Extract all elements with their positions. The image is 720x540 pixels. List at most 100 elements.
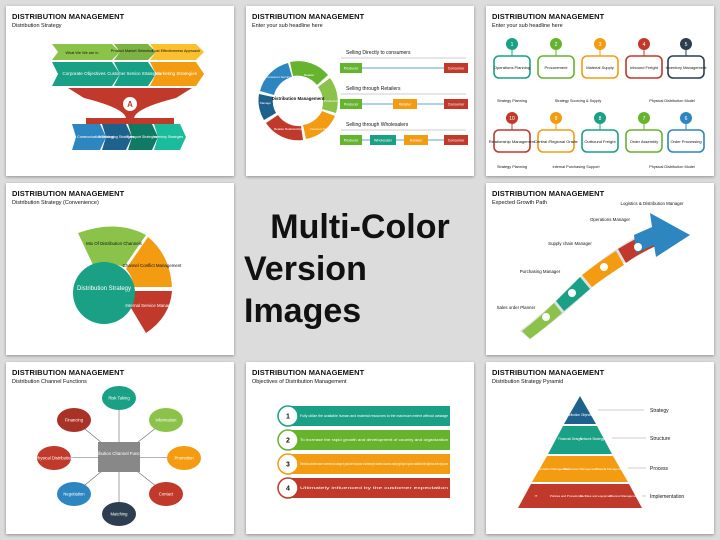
node-consumer-3: Consumer	[448, 139, 465, 143]
side-label-structure: Structure	[650, 436, 671, 442]
objective-bar-3	[284, 454, 450, 474]
number-badge-2-5	[680, 112, 692, 124]
function-label-7: Physical Distribution	[35, 456, 73, 461]
mid-label-2: Strategy Sourcing & Supply	[555, 99, 602, 103]
grid-box-2-5	[667, 129, 705, 153]
slide-subtitle: Distribution Strategy Pyramid	[492, 379, 564, 385]
node-producer-3: Producer	[344, 139, 359, 143]
slide-strategy-pyramid[interactable]: DISTRIBUTION MANAGEMENT Distribution Str…	[486, 362, 714, 534]
bottom-item-3: Transport Strategies	[127, 135, 158, 139]
bottom-label-1: Strategy Planning	[497, 165, 527, 169]
number-text-2-1: 10	[509, 116, 515, 122]
slide-subtitle: Distribution Channel Functions	[12, 379, 87, 385]
slide-distribution-strategy-convenience[interactable]: DISTRIBUTION MANAGEMENT Distribution Str…	[6, 183, 234, 355]
grid-box-2-1	[493, 129, 531, 153]
objective-text-3: Distribution activities ensure movement …	[300, 462, 448, 466]
supply-chain-grid: Strategy Planning Strategy Sourcing & Su…	[489, 38, 707, 169]
svg-text:A: A	[127, 100, 133, 109]
slide-selling-channels[interactable]: DISTRIBUTION MANAGEMENT Enter your sub h…	[246, 6, 474, 176]
step-5: Logistics & Distribution Manager	[621, 201, 684, 206]
grid-box-1-4	[625, 55, 663, 79]
slide-distribution-strategy[interactable]: DISTRIBUTION MANAGEMENT Distribution Str…	[6, 6, 234, 176]
number-text-2-4: 7	[643, 116, 646, 122]
number-badge-1-5	[680, 38, 692, 50]
grid-box-1-2	[537, 55, 575, 79]
grid-box-2-3	[581, 129, 619, 153]
bottom-label-3: Physical Distribution Model	[649, 165, 695, 169]
node-consumer-1: Consumer	[448, 67, 465, 71]
bottom-item-4: Inventory Strategies	[153, 135, 183, 139]
banner-line-2: Version Images	[244, 250, 367, 330]
function-label-4: Contact	[159, 492, 174, 497]
slide-growth-path[interactable]: DISTRIBUTION MANAGEMENT Expected Growth …	[486, 183, 714, 355]
ring-label-1: Consumer Services	[266, 75, 293, 79]
slide-title: DISTRIBUTION MANAGEMENT	[12, 12, 125, 21]
slide-subtitle: Distribution Strategy	[12, 23, 62, 29]
number-badge-2-4	[638, 112, 650, 124]
bottom-item-2: Warehousing Strategies	[98, 135, 134, 139]
tier4-2: Policies and Procedures	[550, 494, 583, 498]
number-badge-1-4	[638, 38, 650, 50]
objective-number-2: 2	[286, 438, 290, 445]
slide-subtitle: Enter your sub headline here	[492, 23, 563, 29]
side-label-implementation: Implementation	[650, 494, 684, 500]
objective-text-1: Fully utilize the available human and ma…	[300, 414, 448, 418]
objective-number-3: 3	[286, 462, 290, 469]
tier3-1: Transportation Management	[531, 467, 569, 471]
slide-channel-functions[interactable]: DISTRIBUTION MANAGEMENT Distribution Cha…	[6, 362, 234, 534]
objective-text-4: Ultimately influenced by the customer ex…	[300, 486, 448, 490]
number-text-1-2: 2	[555, 42, 558, 48]
slide-title: DISTRIBUTION MANAGEMENT	[492, 189, 605, 198]
step-1: Sales order Planner	[497, 305, 536, 310]
channel-cycle-diagram: Distribution Management Consumer Service…	[258, 50, 468, 145]
top-header-2: Product Market Selection	[111, 49, 153, 53]
grid-label-2-3: Outbound Freight	[584, 139, 616, 144]
number-text-2-2: 9	[555, 116, 558, 122]
objective-number-circle-1	[277, 405, 299, 427]
pyramid-apex: Distribution Objectives	[564, 413, 596, 417]
number-text-2-5: 6	[685, 116, 688, 122]
slide-title: DISTRIBUTION MANAGEMENT	[252, 12, 365, 21]
node-wholesaler-3: Wholesaler	[374, 139, 393, 143]
number-text-1-3: 3	[599, 42, 602, 48]
number-badge-2-2	[550, 112, 562, 124]
strategy-pyramid: Distribution Objectives Financial Design…	[518, 396, 684, 508]
objective-bar-2	[284, 430, 450, 450]
grid-label-1-3: Material Supply	[586, 65, 614, 70]
number-text-1-5: 5	[685, 42, 688, 48]
objective-bar-1	[284, 406, 450, 426]
objective-number-circle-3	[277, 453, 299, 475]
grid-label-2-5: Order Processing	[670, 139, 701, 144]
grid-box-1-3	[581, 55, 619, 79]
segment-3: Internal Service Management	[125, 303, 183, 308]
slide-title: DISTRIBUTION MANAGEMENT	[492, 368, 605, 377]
objective-number-4: 4	[286, 486, 290, 493]
top-item-2: Customer Service Strategies	[107, 71, 160, 76]
grid-box-1-1	[493, 55, 531, 79]
growth-path-arrow: Sales order Planner Purchasing Manager S…	[497, 201, 690, 339]
grid-box-2-4	[625, 129, 663, 153]
slide-objectives[interactable]: DISTRIBUTION MANAGEMENT Objectives of Di…	[246, 362, 474, 534]
segment-2: Channel Conflict Management	[122, 263, 182, 268]
channel-title-1: Selling Directly to consumers	[346, 50, 411, 56]
grid-label-1-1: Operations Planning	[494, 65, 530, 70]
slide-subtitle: Expected Growth Path	[492, 200, 548, 206]
function-node-2	[149, 408, 183, 432]
function-label-3: Promotion	[174, 456, 194, 461]
function-node-5	[102, 502, 136, 526]
number-text-1-1: 1	[511, 42, 514, 48]
objective-number-circle-2	[277, 429, 299, 451]
node-retailer-3: Retailer	[410, 139, 423, 143]
hub-label: Distribution Channel Functions	[89, 451, 150, 456]
bottom-label-2: Internal Purchasing Support	[552, 165, 600, 169]
top-header-3: Cost Effectiveness Approach	[152, 49, 200, 53]
objective-text-2: To increase the rapid growth and develop…	[300, 438, 448, 442]
node-consumer-2: Consumer	[448, 103, 465, 107]
convenience-arc-diagram: Distribution Strategy Mix Of Distributio…	[73, 226, 183, 333]
number-badge-1-2	[550, 38, 562, 50]
side-label-strategy: Strategy	[650, 408, 669, 414]
ring-label-6: Manage	[260, 101, 271, 105]
slide-supply-chain-grid[interactable]: DISTRIBUTION MANAGEMENT Enter your sub h…	[486, 6, 714, 176]
side-label-process: Process	[650, 466, 669, 472]
